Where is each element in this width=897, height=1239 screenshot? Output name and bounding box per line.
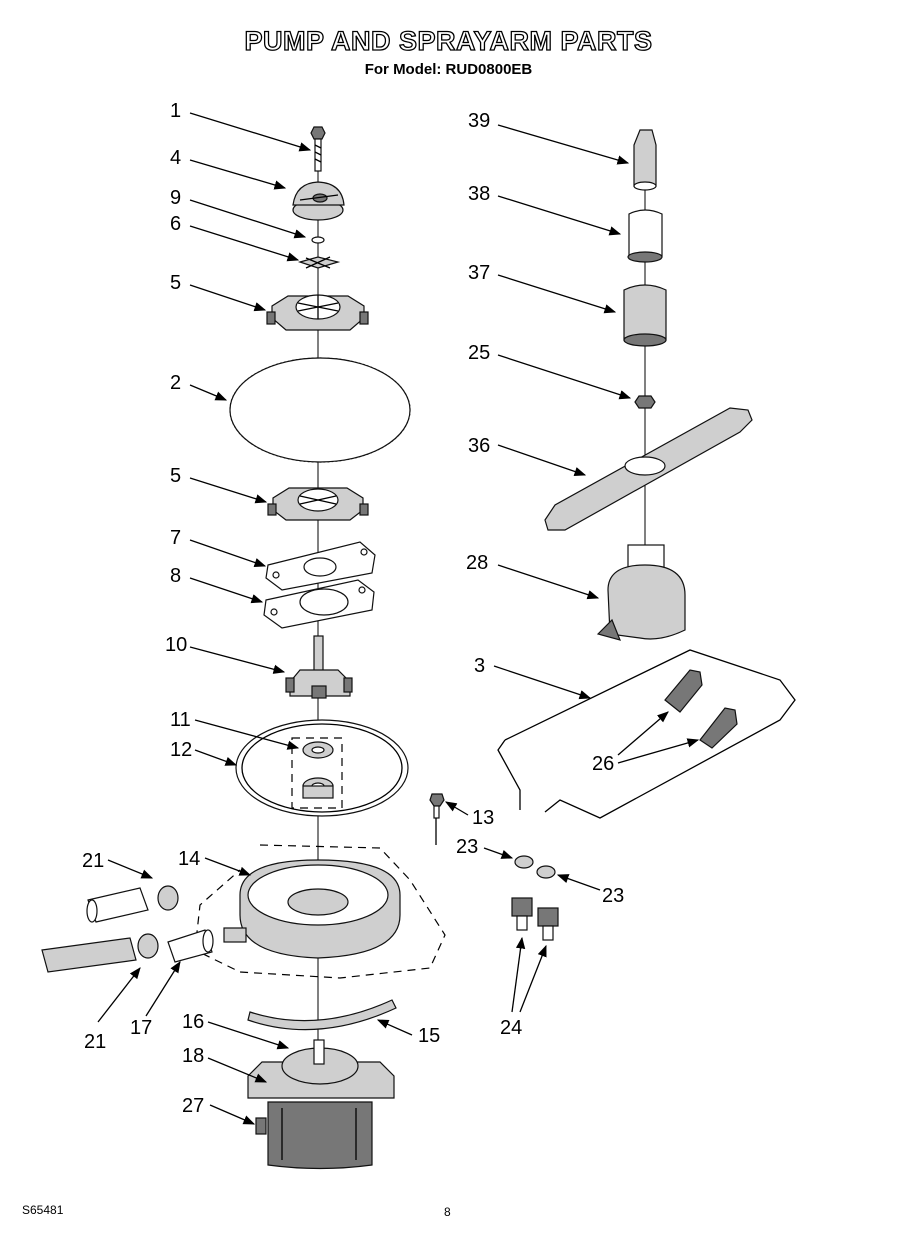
callout-leaders bbox=[97, 112, 700, 1125]
part-2-fine-filter bbox=[229, 357, 411, 463]
part-6-chopper-blade bbox=[297, 256, 341, 269]
part-21-hose-upper bbox=[86, 885, 179, 923]
callout-3: 3 bbox=[474, 655, 485, 677]
callout-17: 17 bbox=[130, 1017, 152, 1039]
part-21-hose-lower bbox=[41, 929, 214, 973]
part-7-gasket bbox=[265, 541, 376, 591]
callout-7: 7 bbox=[170, 527, 181, 549]
part-9-o-ring bbox=[311, 236, 325, 244]
part-38-tube bbox=[627, 209, 663, 263]
part-39-cap bbox=[633, 129, 657, 191]
callout-21-upper: 21 bbox=[82, 850, 104, 872]
callout-37: 37 bbox=[468, 262, 490, 284]
callout-24: 24 bbox=[500, 1017, 522, 1039]
part-37-tube bbox=[623, 284, 667, 347]
part-12-seal-ring-inner bbox=[241, 723, 403, 813]
part-1-screw bbox=[310, 126, 326, 172]
part-36-spray-arm bbox=[544, 407, 753, 531]
part-11-seals bbox=[291, 737, 343, 809]
page-number: 8 bbox=[444, 1205, 451, 1219]
callout-27: 27 bbox=[182, 1095, 204, 1117]
part-8-gasket bbox=[263, 579, 375, 629]
part-15-clamp-band bbox=[247, 999, 397, 1031]
callout-6: 6 bbox=[170, 213, 181, 235]
page-title: PUMP AND SPRAYARM PARTS bbox=[244, 25, 653, 56]
callout-26: 26 bbox=[592, 753, 614, 775]
part-10-impeller bbox=[285, 635, 353, 699]
part-12-seal-ring bbox=[235, 719, 409, 817]
callout-8: 8 bbox=[170, 565, 181, 587]
part-4-chopper-cap bbox=[292, 181, 345, 221]
callout-23-right: 23 bbox=[602, 885, 624, 907]
callout-28: 28 bbox=[466, 552, 488, 574]
callout-18: 18 bbox=[182, 1045, 204, 1067]
part-3-heating-element bbox=[497, 649, 796, 819]
model-subtitle: For Model: RUD0800EB bbox=[364, 61, 533, 78]
document-code: S65481 bbox=[22, 1203, 64, 1217]
callout-5-upper: 5 bbox=[170, 272, 181, 294]
part-28-spray-arm-support bbox=[596, 544, 686, 641]
callout-16: 16 bbox=[182, 1011, 204, 1033]
part-18-motor bbox=[247, 1039, 395, 1170]
part-23-washers bbox=[514, 855, 556, 879]
callout-5-lower: 5 bbox=[170, 465, 181, 487]
callout-2: 2 bbox=[170, 372, 181, 394]
part-5-lower-housing bbox=[267, 487, 369, 521]
part-27-screw bbox=[255, 1117, 267, 1135]
callout-21-lower: 21 bbox=[84, 1031, 106, 1053]
part-25-nut bbox=[634, 395, 656, 409]
part-13-bolt bbox=[429, 793, 445, 845]
callout-36: 36 bbox=[468, 435, 490, 457]
callout-12: 12 bbox=[170, 739, 192, 761]
callout-14: 14 bbox=[178, 848, 200, 870]
callout-9: 9 bbox=[170, 187, 181, 209]
part-5-upper-housing bbox=[266, 294, 369, 331]
callout-15: 15 bbox=[418, 1025, 440, 1047]
callout-39: 39 bbox=[468, 110, 490, 132]
callout-4: 4 bbox=[170, 147, 181, 169]
part-24-nuts bbox=[511, 897, 559, 941]
callout-13: 13 bbox=[472, 807, 494, 829]
callout-38: 38 bbox=[468, 183, 490, 205]
callout-1: 1 bbox=[170, 100, 181, 122]
callout-23-left: 23 bbox=[456, 836, 478, 858]
callout-10: 10 bbox=[165, 634, 187, 656]
part-14-pump-housing bbox=[194, 844, 446, 979]
callout-25: 25 bbox=[468, 342, 490, 364]
callout-11: 11 bbox=[170, 709, 191, 731]
